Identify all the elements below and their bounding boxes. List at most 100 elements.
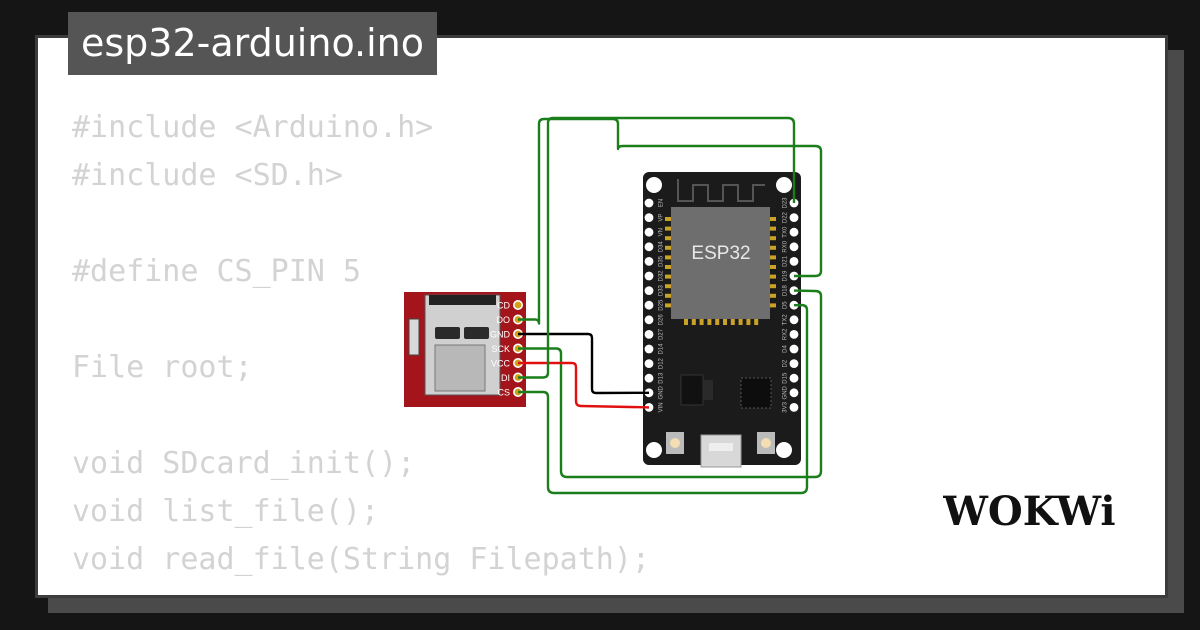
esp32-pin-gnd[interactable] <box>789 388 799 398</box>
esp32-pin-label: D27 <box>659 328 665 340</box>
wires <box>518 116 823 495</box>
sd-pin-label: DI <box>501 373 510 383</box>
esp32-pin-vp[interactable] <box>644 213 654 223</box>
project-card[interactable]: #include <Arduino.h> #include <SD.h> #defi… <box>35 35 1168 598</box>
module-pad <box>770 274 776 279</box>
esp32-pin-label: TX0 <box>783 226 789 238</box>
module-pad <box>738 319 743 325</box>
sd-pin-label: SCK <box>491 344 510 354</box>
esp32-pin-d26[interactable] <box>644 315 654 325</box>
module-pad <box>730 319 735 325</box>
wire-sck-to-d18[interactable] <box>518 289 823 479</box>
module-pad <box>665 245 671 250</box>
code-line: #include <Arduino.h> <box>72 110 434 145</box>
sd-pin-label: DO <box>497 315 511 325</box>
module-pad <box>699 319 704 325</box>
module-pad <box>665 217 671 221</box>
module-pad <box>723 319 727 325</box>
wire-do-to-d19[interactable] <box>518 117 823 325</box>
module-pad <box>770 226 776 231</box>
code-line: void SDcard_init(); <box>72 446 416 481</box>
esp32-pin-label: D14 <box>659 343 665 355</box>
module-pad <box>691 319 696 325</box>
mounting-hole <box>646 442 662 458</box>
esp32-pin-d13[interactable] <box>644 373 654 383</box>
esp32-pin-d22[interactable] <box>789 213 799 223</box>
antenna-trace <box>677 179 765 202</box>
sd-contact <box>435 327 460 339</box>
esp32-pin-label: D4 <box>783 345 789 353</box>
esp32-pin-tx0[interactable] <box>789 227 799 237</box>
code-line: #define CS_PIN 5 <box>72 254 361 289</box>
sd-card-body <box>434 344 486 392</box>
esp32-pin-vn[interactable] <box>644 227 654 237</box>
esp32-pin-d14[interactable] <box>644 344 654 354</box>
module-pad <box>770 265 776 269</box>
sd-pin-label: GND <box>490 330 511 340</box>
esp32-pin-d25[interactable] <box>644 300 654 310</box>
usb-uart-chip <box>740 377 772 409</box>
module-pad <box>754 319 759 325</box>
wokwi-logo-text: WOKWi <box>943 488 1115 535</box>
code-line: File root; <box>72 350 253 385</box>
wire-vcc-to-vin[interactable] <box>518 361 650 409</box>
wire-gnd-to-gnd[interactable] <box>518 332 650 395</box>
sd-pin-label: CS <box>497 388 510 398</box>
module-pad <box>746 319 751 325</box>
esp32-pin-label: VN <box>659 228 665 236</box>
esp32-pin-label: D35 <box>659 255 665 267</box>
esp32-board[interactable]: ESP32 ENVPVND34D35D32D33D25D26D27D14D12D… <box>643 172 801 468</box>
module-pad <box>684 319 688 325</box>
esp32-pin-d15[interactable] <box>789 373 799 383</box>
sd-pin-cd[interactable] <box>512 299 523 310</box>
file-title-tab[interactable]: esp32-arduino.ino <box>68 12 438 75</box>
esp32-pin-d27[interactable] <box>644 330 654 339</box>
code-line: #include <SD.h> <box>72 158 343 193</box>
esp32-pin-d32[interactable] <box>644 271 654 281</box>
esp32-pin-d34[interactable] <box>644 242 654 252</box>
esp32-pin-d35[interactable] <box>644 257 654 266</box>
esp32-pin-d12[interactable] <box>644 359 654 368</box>
esp32-pin-label: D32 <box>659 270 665 282</box>
esp32-pin-rx0[interactable] <box>789 242 799 252</box>
esp32-pin-d4[interactable] <box>789 344 799 354</box>
esp32-pin-label: D18 <box>783 284 789 296</box>
sd-card-clip <box>408 318 420 356</box>
sd-slot-opening <box>429 295 496 305</box>
esp32-pin-label: GND <box>783 385 789 399</box>
esp32-pin-label: EN <box>659 199 665 207</box>
regulator-tab <box>703 380 713 400</box>
esp32-pin-rx2[interactable] <box>789 330 799 339</box>
code-line: void read_file(String Filepath); <box>72 542 650 577</box>
esp32-pin-d21[interactable] <box>789 257 799 266</box>
esp32-pin-label: D12 <box>659 357 665 369</box>
module-pad <box>665 303 671 308</box>
esp32-pin-tx2[interactable] <box>789 315 799 325</box>
sd-contact <box>464 327 489 339</box>
esp32-pin-label: D5 <box>783 301 789 309</box>
wire-cs-to-d5[interactable] <box>518 303 809 495</box>
esp32-pin-label: RX0 <box>783 240 789 252</box>
module-pad <box>665 255 671 260</box>
code-line: void list_file(); <box>72 494 380 529</box>
esp32-pin-label: D26 <box>659 314 665 326</box>
module-pad <box>665 284 671 289</box>
esp32-pin-label: D23 <box>783 197 789 209</box>
reset-button-cap <box>761 438 771 448</box>
esp32-pin-label: D15 <box>783 372 789 384</box>
wire-di-to-d23[interactable] <box>518 116 796 379</box>
module-pad <box>665 226 671 231</box>
esp32-pin-label: D25 <box>659 299 665 311</box>
module-pad <box>770 293 776 298</box>
esp32-pin-label: D19 <box>783 270 789 282</box>
esp32-pin-label: D2 <box>783 359 789 367</box>
esp32-pin-d2[interactable] <box>789 359 799 368</box>
mounting-hole <box>646 177 662 193</box>
esp32-pin-en[interactable] <box>644 198 654 208</box>
esp32-pin-d33[interactable] <box>644 286 654 295</box>
esp32-pin-3v3[interactable] <box>789 403 799 412</box>
esp32-pin-label: D22 <box>783 211 789 223</box>
esp32-chip-label: ESP32 <box>691 243 750 264</box>
